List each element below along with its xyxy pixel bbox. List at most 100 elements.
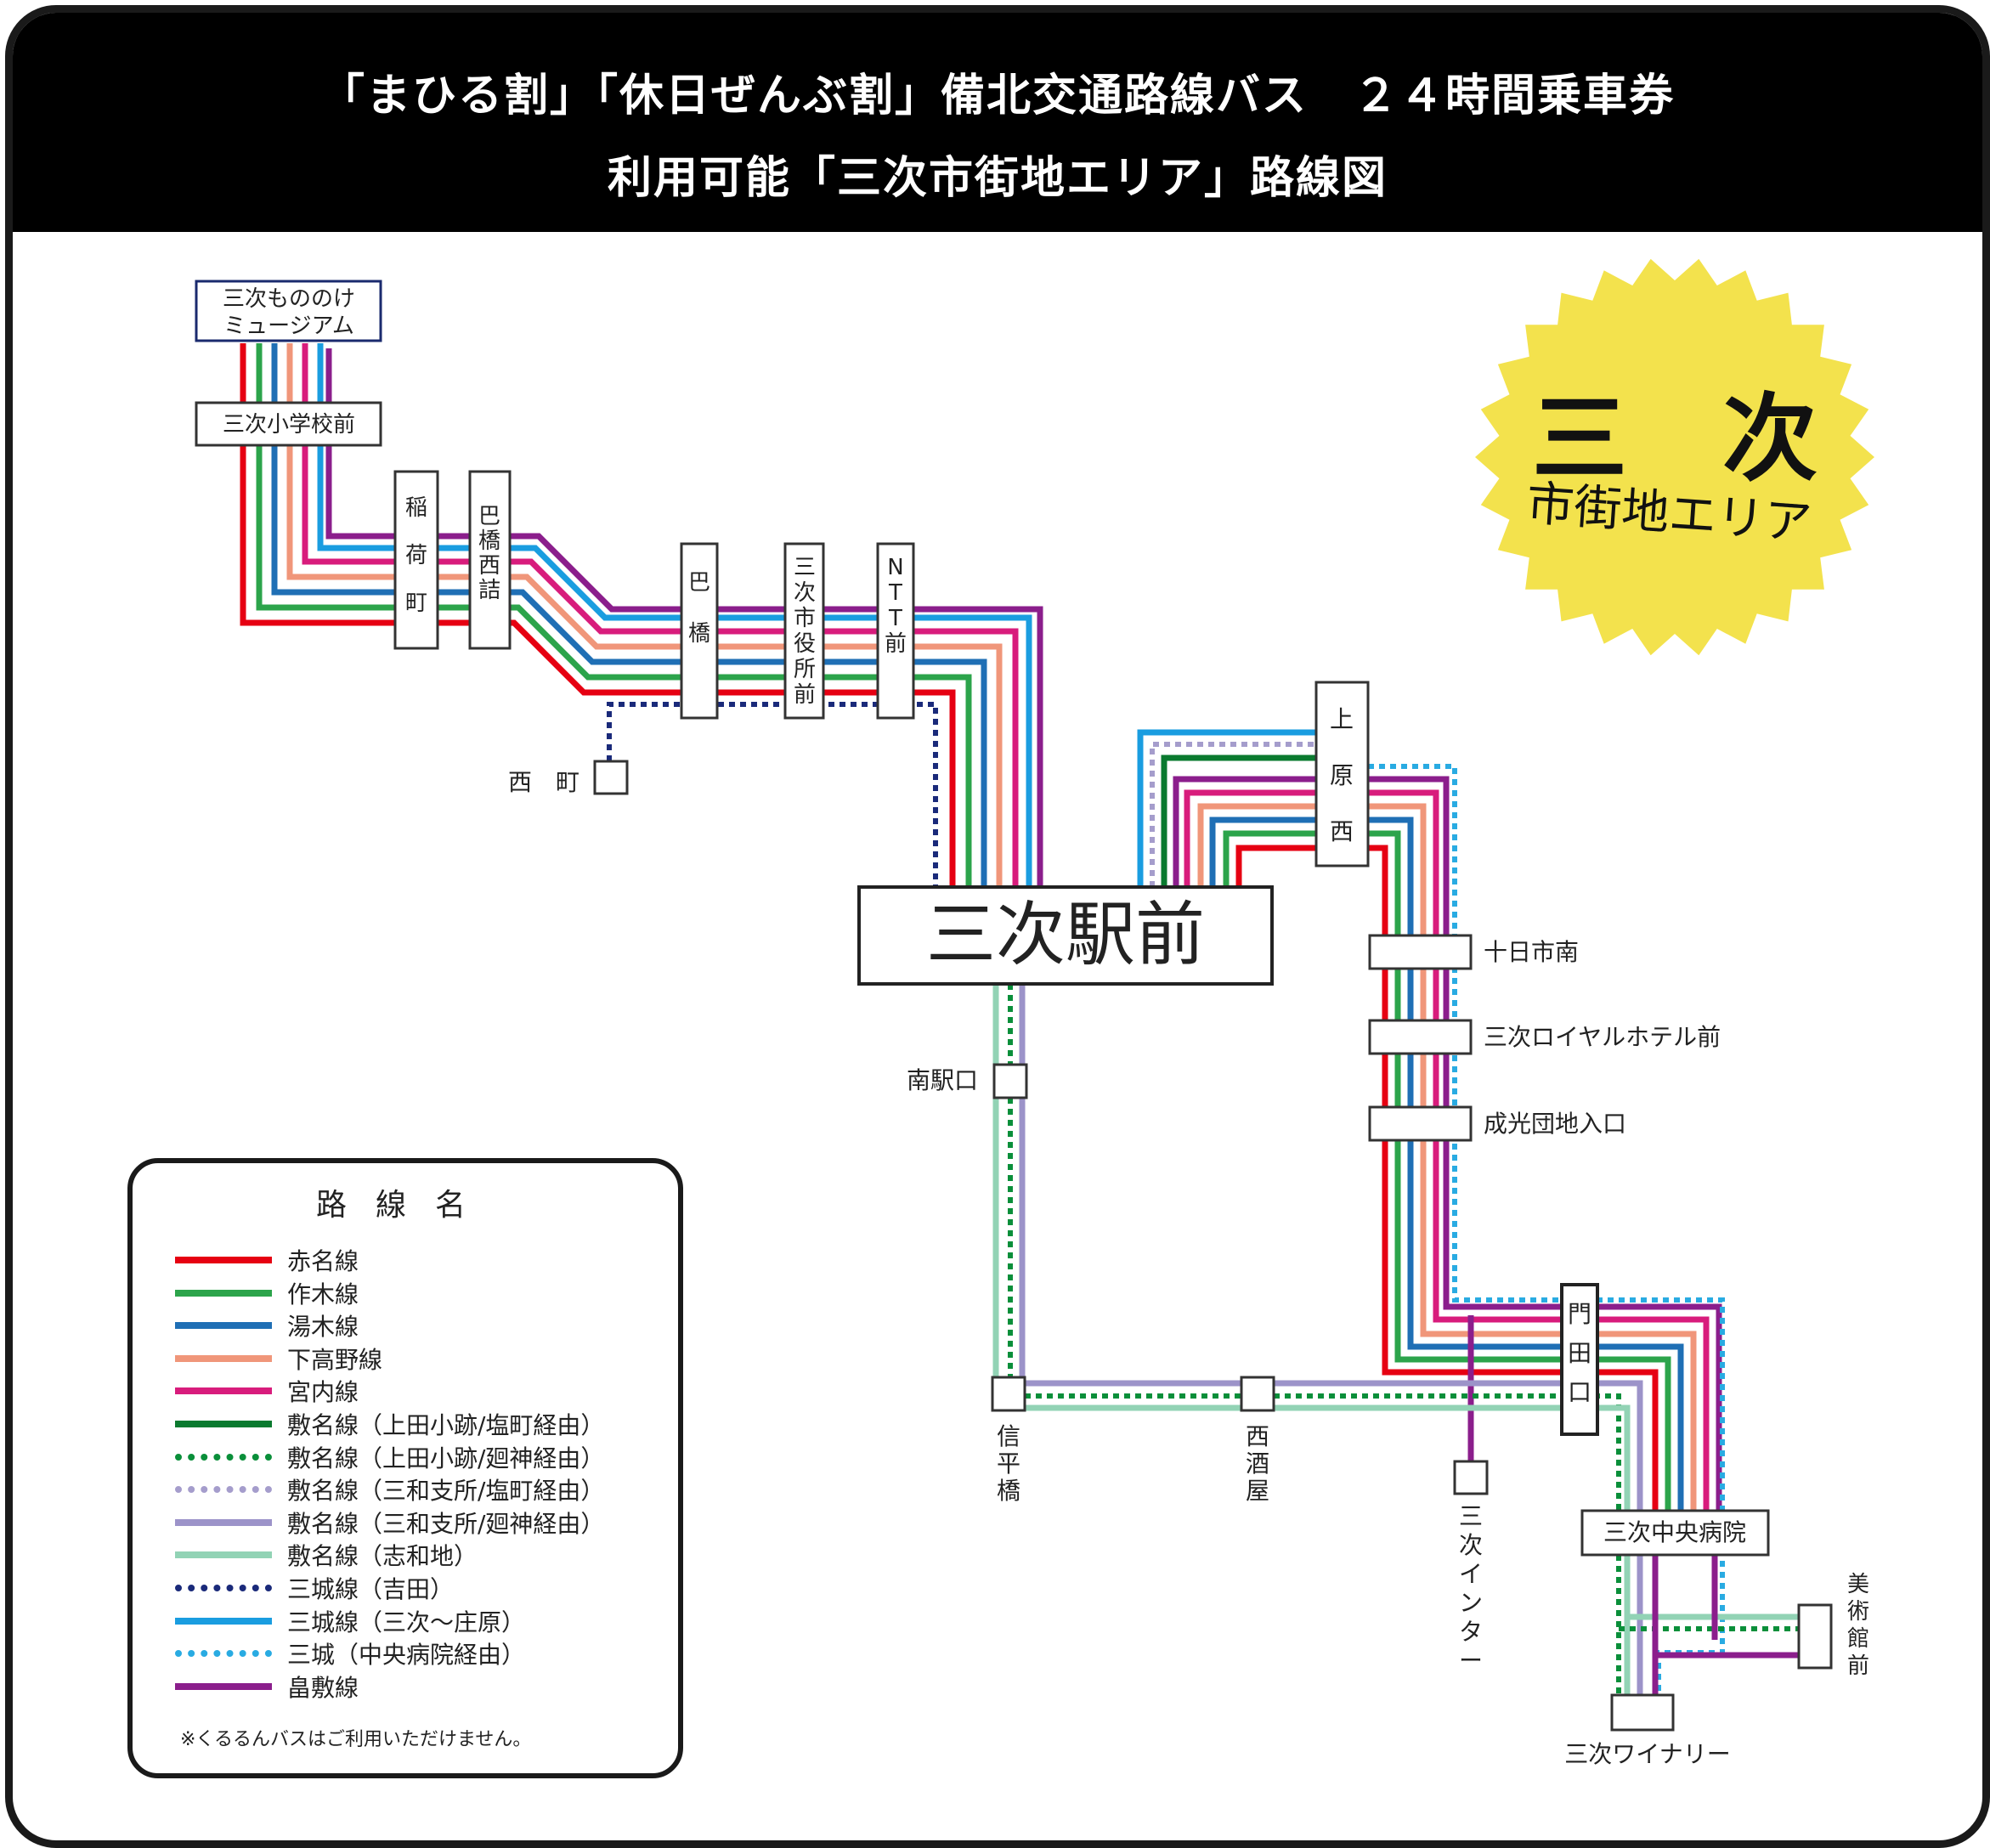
legend-row: 敷名線（上田小跡/廻神経由） bbox=[175, 1442, 604, 1472]
legend-label: 作木線 bbox=[287, 1280, 359, 1308]
stop-montaguchi-char-3: 口 bbox=[1568, 1378, 1591, 1406]
stop-tomoe-char-2: 橋 bbox=[688, 621, 710, 647]
stop-seiko-danchi-label: 成光団地入口 bbox=[1484, 1110, 1626, 1138]
stop-bijutsukan-char-2: 術 bbox=[1847, 1599, 1869, 1625]
legend-label: 三城（中央病院経由） bbox=[287, 1641, 526, 1670]
legend-row: 三城線（吉田） bbox=[175, 1573, 454, 1603]
stop-bijutsukan[interactable] bbox=[1797, 1603, 1833, 1670]
stop-shiyakusho[interactable] bbox=[783, 542, 825, 720]
title-line-1: 「まひる割」「休日ぜんぶ割」備北交通路線バス ２４時間乗車券 bbox=[319, 71, 1675, 122]
legend-swatch bbox=[175, 1421, 272, 1427]
stop-nishimachi-label: 西 町 bbox=[508, 768, 579, 796]
legend-row: 三城（中央病院経由） bbox=[175, 1638, 525, 1669]
stop-tomoe[interactable] bbox=[680, 542, 719, 720]
stop-shiyakusho-char-3: 市 bbox=[794, 606, 816, 631]
stop-shiyakusho-char-2: 次 bbox=[794, 580, 816, 606]
stop-bijutsukan-char-4: 前 bbox=[1847, 1653, 1869, 1679]
stop-tokaichi-minami[interactable] bbox=[1368, 934, 1473, 970]
legend-swatch bbox=[175, 1289, 272, 1297]
stops: 三次もののけ ミュージアム 三次小学校前 稲 荷 町 巴 橋 西 詰 西 町 巴… bbox=[195, 280, 1869, 1768]
legend-swatch bbox=[175, 1354, 272, 1362]
stop-miyoshi-inter-char-5: タ bbox=[1459, 1618, 1483, 1646]
legend-row: 下高野線 bbox=[175, 1343, 382, 1374]
stop-minami-ekiguchi-label: 南駅口 bbox=[907, 1066, 978, 1094]
legend-label: 三城線（三次～庄原） bbox=[287, 1608, 526, 1636]
legend-swatch bbox=[175, 1551, 272, 1559]
stop-shogakko-label: 三次小学校前 bbox=[223, 412, 355, 438]
area-badge: 三 次 市街地エリア bbox=[1475, 258, 1874, 656]
legend-label: 三城線（吉田） bbox=[287, 1575, 455, 1603]
stop-inari-char-1: 稲 bbox=[405, 495, 427, 521]
stop-seiko-danchi[interactable] bbox=[1368, 1105, 1473, 1142]
legend-swatch bbox=[175, 1486, 272, 1494]
route-line-nw-0 bbox=[240, 343, 956, 887]
stop-ntt[interactable] bbox=[876, 542, 915, 720]
stop-central-hospital[interactable] bbox=[1580, 1509, 1770, 1557]
stop-tomoe-nishizume[interactable] bbox=[468, 470, 512, 650]
legend-row: 三城線（三次～庄原） bbox=[175, 1606, 525, 1636]
stop-mononoke-label-1: 三次もののけ bbox=[223, 286, 355, 312]
route-line-green-dotted-h2 bbox=[1274, 1393, 1621, 1511]
stop-royal-hotel[interactable] bbox=[1368, 1019, 1473, 1055]
route-line-nw-6 bbox=[325, 348, 1043, 887]
route-line-nw-4 bbox=[302, 343, 1019, 887]
stop-bijutsukan-char-3: 館 bbox=[1847, 1626, 1869, 1652]
legend-label: 敷名線（三和支所/塩町経由） bbox=[287, 1477, 605, 1506]
stop-minami-ekiguchi[interactable] bbox=[992, 1063, 1028, 1099]
stop-shindaira-char-3: 橋 bbox=[997, 1477, 1020, 1505]
legend-row: 宮内線 bbox=[175, 1376, 359, 1406]
legend-label: 畠敷線 bbox=[287, 1673, 359, 1702]
legend-row: 畠敷線 bbox=[175, 1671, 359, 1702]
route-line-lavender-h2 bbox=[1274, 1380, 1643, 1511]
legend-swatch bbox=[175, 1650, 272, 1658]
legend-label: 敷名線（三和支所/廻神経由） bbox=[287, 1509, 605, 1538]
stop-nishi-sakaya[interactable] bbox=[1240, 1376, 1275, 1412]
stop-nishi-sakaya-char-3: 屋 bbox=[1246, 1477, 1269, 1505]
legend-row: 敷名線（三和支所/廻神経由） bbox=[175, 1507, 604, 1538]
stop-miyoshi-inter[interactable] bbox=[1453, 1460, 1489, 1495]
stop-shindaira-char-1: 信 bbox=[997, 1422, 1020, 1450]
stop-nishimachi[interactable] bbox=[593, 760, 629, 795]
legend-label: 敷名線（上田小跡/塩町経由） bbox=[287, 1411, 605, 1439]
stop-montaguchi[interactable] bbox=[1560, 1283, 1599, 1436]
stop-inari[interactable] bbox=[393, 470, 439, 650]
legend-row: 敷名線（志和地） bbox=[175, 1540, 478, 1570]
badge-main-text: 三 次 bbox=[1532, 384, 1818, 494]
route-line-nw-1 bbox=[256, 343, 972, 887]
stop-ntt-char-1: N bbox=[887, 555, 903, 580]
stop-mononoke[interactable] bbox=[195, 280, 382, 342]
route-lines bbox=[240, 343, 1799, 1695]
stop-miyoshi-station-label: 三次駅前 bbox=[926, 895, 1205, 975]
stop-shiyakusho-char-6: 前 bbox=[794, 682, 816, 708]
stop-winery[interactable] bbox=[1610, 1693, 1675, 1732]
legend-swatch bbox=[175, 1387, 272, 1395]
stop-miyoshi-station[interactable] bbox=[857, 885, 1274, 986]
legend-row: 敷名線（三和支所/塩町経由） bbox=[175, 1474, 604, 1505]
legend-row: 作木線 bbox=[175, 1278, 359, 1308]
stop-ntt-char-4: 前 bbox=[885, 631, 907, 657]
route-line-east-cont-1 bbox=[1597, 1356, 1671, 1511]
stop-kamihara-char-1: 上 bbox=[1330, 705, 1354, 733]
stop-shogakko[interactable] bbox=[195, 401, 382, 447]
title-line-2: 利用可能「三次市街地エリア」路線図 bbox=[607, 153, 1388, 204]
route-line-east-cont-2 bbox=[1597, 1343, 1684, 1511]
stop-shiyakusho-char-5: 所 bbox=[794, 657, 816, 682]
stop-shiyakusho-char-4: 役 bbox=[794, 631, 816, 657]
route-line-east-cont-3 bbox=[1597, 1331, 1697, 1511]
stop-kamihara-nishi[interactable] bbox=[1314, 681, 1370, 867]
stop-nishi-sakaya-char-1: 西 bbox=[1246, 1422, 1269, 1450]
stop-tokaichi-minami-label: 十日市南 bbox=[1484, 938, 1579, 966]
route-line-lavender-kamihara bbox=[1150, 742, 1316, 887]
stop-mononoke-label-2: ミュージアム bbox=[223, 314, 354, 339]
route-line-east-cont-0 bbox=[1597, 1369, 1659, 1511]
route-line-east-cont-5 bbox=[1597, 1303, 1722, 1511]
stop-miyoshi-inter-char-2: 次 bbox=[1459, 1531, 1483, 1559]
stop-central-hospital-label: 三次中央病院 bbox=[1603, 1518, 1746, 1546]
stop-shindaira-bashi[interactable] bbox=[991, 1376, 1026, 1412]
route-line-sky-kamihara bbox=[1137, 729, 1316, 887]
route-line-east-1 bbox=[1223, 830, 1562, 1363]
legend-swatch bbox=[175, 1453, 272, 1461]
